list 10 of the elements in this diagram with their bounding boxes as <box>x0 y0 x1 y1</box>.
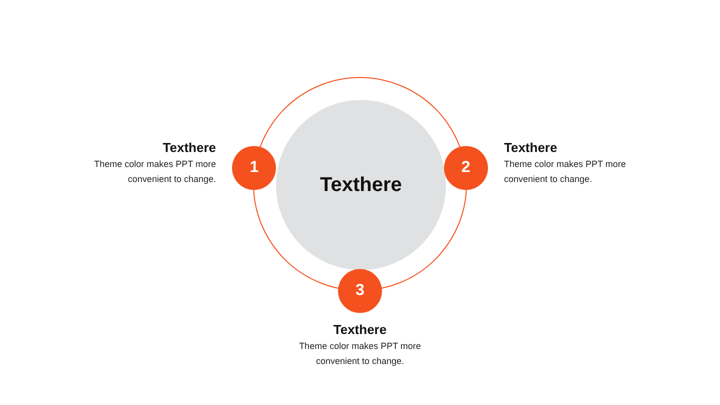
step-heading: Texthere <box>333 321 387 338</box>
step-description: Theme color makes PPT more convenient to change. <box>93 158 216 186</box>
step-description: Theme color makes PPT more convenient to change. <box>504 158 627 186</box>
step-heading: Texthere <box>162 139 216 156</box>
step-description: Theme color makes PPT more convenient to change. <box>298 340 422 368</box>
numbered-circle: 3 <box>338 269 382 313</box>
center-circle: Texthere <box>276 100 446 270</box>
step-heading: Texthere <box>504 139 558 156</box>
numbered-circle: 1 <box>232 146 276 190</box>
numbered-circle: 2 <box>444 146 488 190</box>
